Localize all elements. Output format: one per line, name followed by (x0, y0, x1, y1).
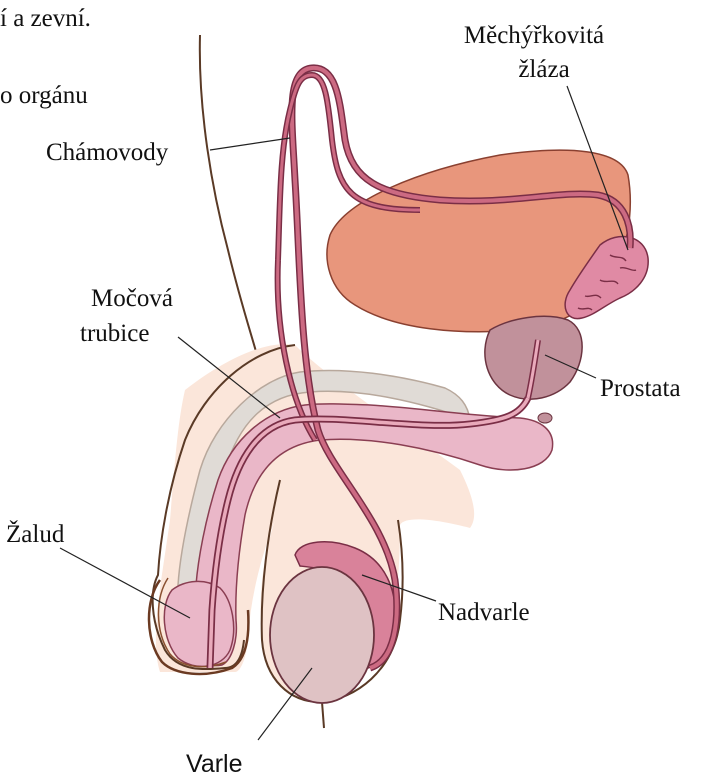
label-seminal-vesicle-1: Měchýřkovitá (464, 22, 604, 49)
body-contour (200, 35, 257, 355)
leader-vas-deferens (210, 138, 290, 150)
label-seminal-vesicle-2: žláza (518, 56, 569, 83)
label-epididymis: Nadvarle (438, 599, 530, 626)
label-testis: Varle (186, 750, 243, 778)
label-urethra-2: trubice (80, 320, 149, 347)
testis-shape (270, 567, 374, 703)
scrotum-stem (322, 702, 324, 728)
fragment-second-line: o orgánu (0, 82, 88, 109)
label-vas-deferens: Chámovody (46, 139, 169, 166)
label-urethra-1: Močová (91, 285, 173, 312)
bulbourethral-gland (538, 413, 552, 423)
fragment-top-line: í a zevní. (0, 5, 91, 32)
label-glans: Žalud (6, 520, 65, 548)
glans-shape (164, 581, 233, 666)
label-prostate: Prostata (600, 375, 681, 402)
